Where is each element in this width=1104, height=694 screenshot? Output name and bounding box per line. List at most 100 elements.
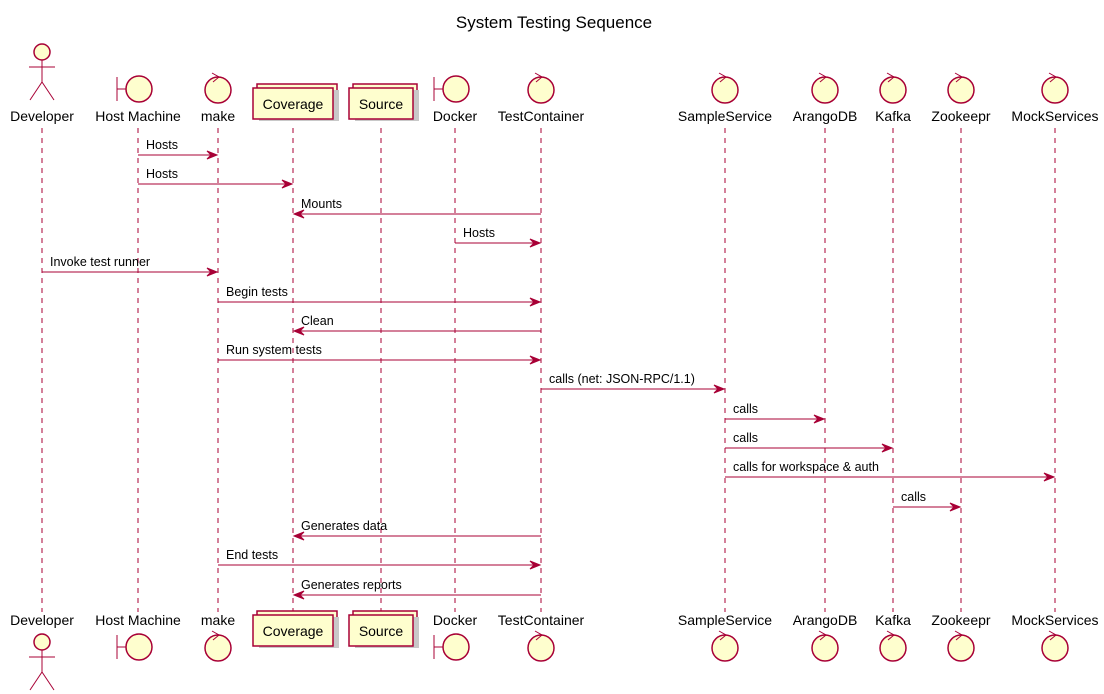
participant-developer-top: Developer xyxy=(10,43,74,124)
zookeepr-label-bottom: Zookeepr xyxy=(931,612,990,628)
message-label: calls xyxy=(901,490,926,504)
participant-docker-top: Docker xyxy=(433,75,478,124)
host-machine-label-top: Host Machine xyxy=(95,108,181,124)
mockservices-label-top: MockServices xyxy=(1011,108,1098,124)
coverage-label-top: Coverage xyxy=(263,96,324,112)
diagram-title: System Testing Sequence xyxy=(456,13,652,32)
zookeepr-control-icon xyxy=(947,630,975,662)
mockservices-control-icon xyxy=(1041,630,1069,662)
make-label-top: make xyxy=(201,108,235,124)
participant-sampleservice-top: SampleService xyxy=(678,72,772,124)
participant-kafka-bottom: Kafka xyxy=(875,612,911,662)
message-label: Hosts xyxy=(146,138,178,152)
coverage-label-bottom: Coverage xyxy=(263,623,324,639)
testcontainer-control-icon xyxy=(527,630,555,662)
make-control-icon xyxy=(204,630,232,662)
testcontainer-label-bottom: TestContainer xyxy=(498,612,585,628)
sampleservice-label-top: SampleService xyxy=(678,108,772,124)
message-label: Generates reports xyxy=(301,578,402,592)
message-label: Invoke test runner xyxy=(50,255,150,269)
testcontainer-control-icon xyxy=(527,72,555,104)
participant-zookeepr-top: Zookeepr xyxy=(931,72,991,124)
message-7: Clean xyxy=(292,314,541,336)
kafka-control-icon xyxy=(879,630,907,662)
kafka-label-bottom: Kafka xyxy=(875,612,911,628)
message-label: Hosts xyxy=(146,167,178,181)
message-12: calls for workspace & auth xyxy=(725,460,1056,482)
participant-make-top: make xyxy=(201,72,235,124)
docker-label-top: Docker xyxy=(433,108,478,124)
participant-mockservices-bottom: MockServices xyxy=(1011,612,1099,662)
participant-coverage-top: Coverage xyxy=(252,83,339,121)
message-10: calls xyxy=(725,402,826,424)
arangodb-label-top: ArangoDB xyxy=(793,108,858,124)
participant-make-bottom: make xyxy=(201,612,235,662)
message-3: Mounts xyxy=(292,197,541,219)
message-16: Generates reports xyxy=(292,578,541,600)
developer-actor-icon xyxy=(29,633,55,691)
kafka-control-icon xyxy=(879,72,907,104)
participant-arangodb-bottom: ArangoDB xyxy=(793,612,858,662)
message-label: End tests xyxy=(226,548,278,562)
lifelines xyxy=(41,128,1056,612)
developer-label-bottom: Developer xyxy=(10,612,74,628)
participant-docker-bottom: Docker xyxy=(433,612,478,661)
participant-zookeepr-bottom: Zookeepr xyxy=(931,612,991,662)
sampleservice-control-icon xyxy=(711,72,739,104)
source-label-bottom: Source xyxy=(359,623,404,639)
arangodb-control-icon xyxy=(811,72,839,104)
host-machine-boundary-icon xyxy=(116,75,153,103)
kafka-label-top: Kafka xyxy=(875,108,911,124)
message-label: calls (net: JSON-RPC/1.1) xyxy=(549,372,695,386)
message-1: Hosts xyxy=(138,138,219,160)
sampleservice-control-icon xyxy=(711,630,739,662)
developer-actor-icon xyxy=(29,43,55,101)
participant-mockservices-top: MockServices xyxy=(1011,72,1099,124)
participant-coverage-bottom: Coverage xyxy=(252,610,339,648)
developer-label-top: Developer xyxy=(10,108,74,124)
mockservices-label-bottom: MockServices xyxy=(1011,612,1098,628)
message-label: Mounts xyxy=(301,197,342,211)
message-label: calls for workspace & auth xyxy=(733,460,879,474)
message-label: Begin tests xyxy=(226,285,288,299)
source-label-top: Source xyxy=(359,96,404,112)
zookeepr-label-top: Zookeepr xyxy=(931,108,990,124)
docker-label-bottom: Docker xyxy=(433,612,478,628)
make-control-icon xyxy=(204,72,232,104)
message-label: calls xyxy=(733,402,758,416)
message-label: Hosts xyxy=(463,226,495,240)
message-9: calls (net: JSON-RPC/1.1) xyxy=(541,372,726,394)
docker-boundary-icon xyxy=(433,633,470,661)
participant-kafka-top: Kafka xyxy=(875,72,911,124)
zookeepr-control-icon xyxy=(947,72,975,104)
mockservices-control-icon xyxy=(1041,72,1069,104)
message-4: Hosts xyxy=(455,226,542,248)
arangodb-label-bottom: ArangoDB xyxy=(793,612,858,628)
message-13: calls xyxy=(893,490,962,512)
testcontainer-label-top: TestContainer xyxy=(498,108,585,124)
message-6: Begin tests xyxy=(218,285,542,307)
message-11: calls xyxy=(725,431,894,453)
participant-developer-bottom: Developer xyxy=(10,612,74,691)
host-machine-label-bottom: Host Machine xyxy=(95,612,181,628)
message-2: Hosts xyxy=(138,167,294,189)
participant-host-machine-top: Host Machine xyxy=(95,75,181,124)
participant-source-bottom: Source xyxy=(348,610,419,648)
participant-arangodb-top: ArangoDB xyxy=(793,72,858,124)
arangodb-control-icon xyxy=(811,630,839,662)
message-label: Run system tests xyxy=(226,343,322,357)
message-14: Generates data xyxy=(292,519,541,541)
sampleservice-label-bottom: SampleService xyxy=(678,612,772,628)
participant-testcontainer-top: TestContainer xyxy=(498,72,585,124)
message-label: calls xyxy=(733,431,758,445)
make-label-bottom: make xyxy=(201,612,235,628)
message-label: Generates data xyxy=(301,519,387,533)
host-machine-boundary-icon xyxy=(116,633,153,661)
participant-sampleservice-bottom: SampleService xyxy=(678,612,772,662)
message-label: Clean xyxy=(301,314,334,328)
participant-source-top: Source xyxy=(348,83,419,121)
message-8: Run system tests xyxy=(218,343,542,365)
